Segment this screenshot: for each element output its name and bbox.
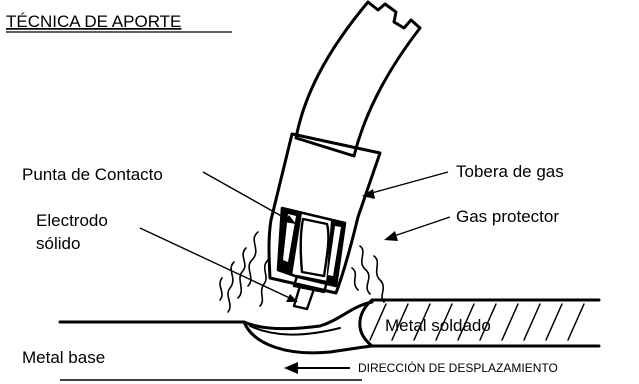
contact-tip-label: Punta de Contacto [22, 165, 163, 184]
gas-nozzle [267, 132, 382, 295]
weld-metal-hatch [369, 303, 585, 341]
weld-metal-label: Metal soldado [385, 316, 491, 335]
solid-electrode [292, 284, 316, 311]
diagram-title: TÉCNICA DE APORTE [6, 12, 181, 31]
contact-tip [276, 206, 347, 294]
shielding-gas-right [351, 245, 385, 303]
gas-nozzle-leader [362, 171, 449, 199]
electrode-label-line2: sólido [36, 234, 80, 253]
shielding-gas-leader [384, 216, 451, 241]
electrode-label-line1: Electrodo [36, 211, 108, 230]
base-metal [58, 298, 601, 355]
base-metal-label: Metal base [22, 348, 105, 367]
travel-direction-arrow [284, 362, 350, 374]
shielding-gas-left [219, 231, 269, 313]
torch-gooseneck [294, 0, 422, 158]
electrode-leader [139, 227, 298, 302]
contact-tip-leader [202, 171, 296, 224]
travel-direction-label: DIRECCIÓN DE DESPLAZAMIENTO [358, 360, 558, 375]
gas-nozzle-label: Tobera de gas [456, 162, 564, 181]
shielding-gas-label: Gas protector [456, 207, 559, 226]
